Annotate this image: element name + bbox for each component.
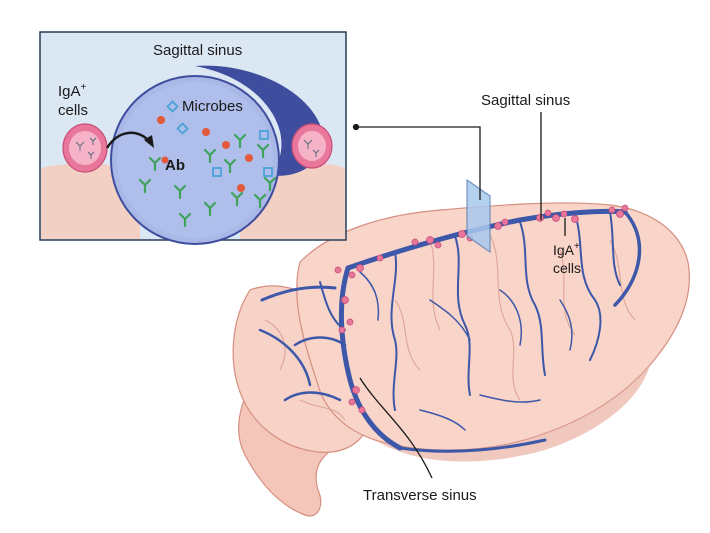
brain-illustration [232, 178, 690, 517]
inset-iga-cells-label: cells [58, 102, 88, 119]
brain-iga-label: IgA+ [553, 241, 580, 258]
section-plane [466, 178, 491, 254]
inset-microbes-label: Microbes [182, 98, 243, 115]
cerebrum-shadow [375, 365, 650, 462]
sinus-wall [195, 65, 324, 176]
sagittal-sinus-vessel [345, 208, 628, 271]
antibodies [138, 133, 277, 228]
iga-cell-right [291, 123, 333, 169]
cerebrum [296, 202, 690, 451]
brain-folds [264, 234, 636, 421]
brain-iga-cells-label: cells [553, 260, 581, 276]
microbes [157, 100, 273, 192]
inset-title: Sagittal sinus [153, 42, 242, 59]
inset-antibody-label: Ab [165, 157, 185, 174]
transverse-sinus-label: Transverse sinus [363, 487, 477, 504]
inset-panel: Sagittal sinus IgA+ cells Microbes Ab [39, 31, 347, 245]
inset-iga-label: IgA+ [58, 82, 87, 100]
iga-cell-left [62, 123, 108, 173]
sagittal-sinus-label: Sagittal sinus [481, 92, 570, 109]
leader-lines [352, 112, 566, 479]
